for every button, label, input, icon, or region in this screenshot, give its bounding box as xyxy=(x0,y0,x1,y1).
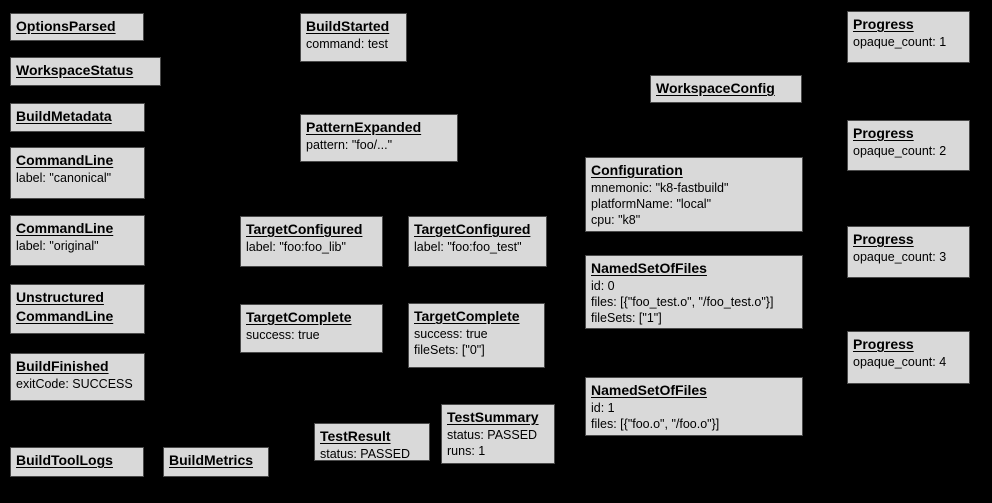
node-title: BuildFinished xyxy=(16,358,109,374)
node-target-complete-foo-test: TargetComplete success: true fileSets: [… xyxy=(408,303,545,368)
node-field: status: PASSED xyxy=(447,428,538,442)
node-title: CommandLine xyxy=(16,152,114,168)
node-title-line2: CommandLine xyxy=(16,308,114,324)
node-progress-3: Progress opaque_count: 3 xyxy=(847,226,970,278)
node-field: label: "foo:foo_lib" xyxy=(246,240,346,254)
node-field: opaque_count: 2 xyxy=(853,144,947,158)
node-title: Unstructured xyxy=(16,289,104,305)
node-field: opaque_count: 1 xyxy=(853,35,947,49)
node-field: success: true xyxy=(246,328,320,342)
node-field: opaque_count: 3 xyxy=(853,250,947,264)
node-field: mnemonic: "k8-fastbuild" xyxy=(591,181,729,195)
node-title: OptionsParsed xyxy=(16,18,116,34)
node-field: fileSets: ["1"] xyxy=(591,311,662,325)
node-title: BuildMetadata xyxy=(16,108,112,124)
node-field: label: "original" xyxy=(16,239,99,253)
node-field: runs: 1 xyxy=(447,444,486,458)
node-target-complete-foo-lib: TargetComplete success: true xyxy=(240,304,383,353)
node-title: TestResult xyxy=(320,428,391,444)
node-field: command: test xyxy=(306,37,388,51)
node-field: platformName: "local" xyxy=(591,197,712,211)
node-test-summary: TestSummary status: PASSED runs: 1 xyxy=(441,404,555,464)
node-target-configured-foo-test: TargetConfigured label: "foo:foo_test" xyxy=(408,216,547,267)
node-test-result: TestResult status: PASSED xyxy=(314,423,430,461)
node-field: files: [{"foo_test.o", "/foo_test.o"}] xyxy=(591,295,774,309)
node-title: TargetComplete xyxy=(246,309,352,325)
node-named-set-of-files-1: NamedSetOfFiles id: 1 files: [{"foo.o", … xyxy=(585,377,803,436)
node-title: Progress xyxy=(853,16,914,32)
node-field: success: true xyxy=(414,327,488,341)
node-field: status: PASSED xyxy=(320,447,411,461)
node-field: label: "foo:foo_test" xyxy=(414,240,522,254)
node-target-configured-foo-lib: TargetConfigured label: "foo:foo_lib" xyxy=(240,216,383,267)
node-unstructured-command-line: Unstructured CommandLine xyxy=(10,284,145,334)
node-title: BuildStarted xyxy=(306,18,390,34)
node-title: TargetComplete xyxy=(414,308,520,324)
node-title: NamedSetOfFiles xyxy=(591,382,707,398)
node-field: pattern: "foo/..." xyxy=(306,138,393,152)
node-build-started: BuildStarted command: test xyxy=(300,13,407,62)
node-field: id: 1 xyxy=(591,401,615,415)
node-options-parsed: OptionsParsed xyxy=(10,13,144,41)
node-command-line-canonical: CommandLine label: "canonical" xyxy=(10,147,145,199)
node-progress-4: Progress opaque_count: 4 xyxy=(847,331,970,384)
node-workspace-config: WorkspaceConfig xyxy=(650,75,802,103)
node-build-metrics: BuildMetrics xyxy=(163,447,269,477)
node-field: opaque_count: 4 xyxy=(853,355,947,369)
node-title: TargetConfigured xyxy=(246,221,363,237)
node-field: id: 0 xyxy=(591,279,615,293)
node-configuration: Configuration mnemonic: "k8-fastbuild" p… xyxy=(585,157,803,232)
node-field: exitCode: SUCCESS xyxy=(16,377,133,391)
node-field: label: "canonical" xyxy=(16,171,112,185)
node-build-tool-logs: BuildToolLogs xyxy=(10,447,144,477)
node-title: Progress xyxy=(853,125,914,141)
node-progress-2: Progress opaque_count: 2 xyxy=(847,120,970,171)
node-field: files: [{"foo.o", "/foo.o"}] xyxy=(591,417,720,431)
node-title: Progress xyxy=(853,231,914,247)
node-title: PatternExpanded xyxy=(306,119,422,135)
node-title: BuildMetrics xyxy=(169,452,254,468)
node-title: TargetConfigured xyxy=(414,221,531,237)
node-build-finished: BuildFinished exitCode: SUCCESS xyxy=(10,353,145,401)
node-title: WorkspaceStatus xyxy=(16,62,134,78)
node-pattern-expanded: PatternExpanded pattern: "foo/..." xyxy=(300,114,458,162)
node-field: fileSets: ["0"] xyxy=(414,343,485,357)
node-field: cpu: "k8" xyxy=(591,213,641,227)
node-title: TestSummary xyxy=(447,409,539,425)
node-title: NamedSetOfFiles xyxy=(591,260,707,276)
node-progress-1: Progress opaque_count: 1 xyxy=(847,11,970,63)
node-title: CommandLine xyxy=(16,220,114,236)
node-title: WorkspaceConfig xyxy=(656,80,775,96)
node-workspace-status: WorkspaceStatus xyxy=(10,57,161,86)
node-title: Progress xyxy=(853,336,914,352)
node-title: BuildToolLogs xyxy=(16,452,113,468)
node-title: Configuration xyxy=(591,162,683,178)
node-named-set-of-files-0: NamedSetOfFiles id: 0 files: [{"foo_test… xyxy=(585,255,803,329)
node-build-metadata: BuildMetadata xyxy=(10,103,145,132)
node-command-line-original: CommandLine label: "original" xyxy=(10,215,145,266)
